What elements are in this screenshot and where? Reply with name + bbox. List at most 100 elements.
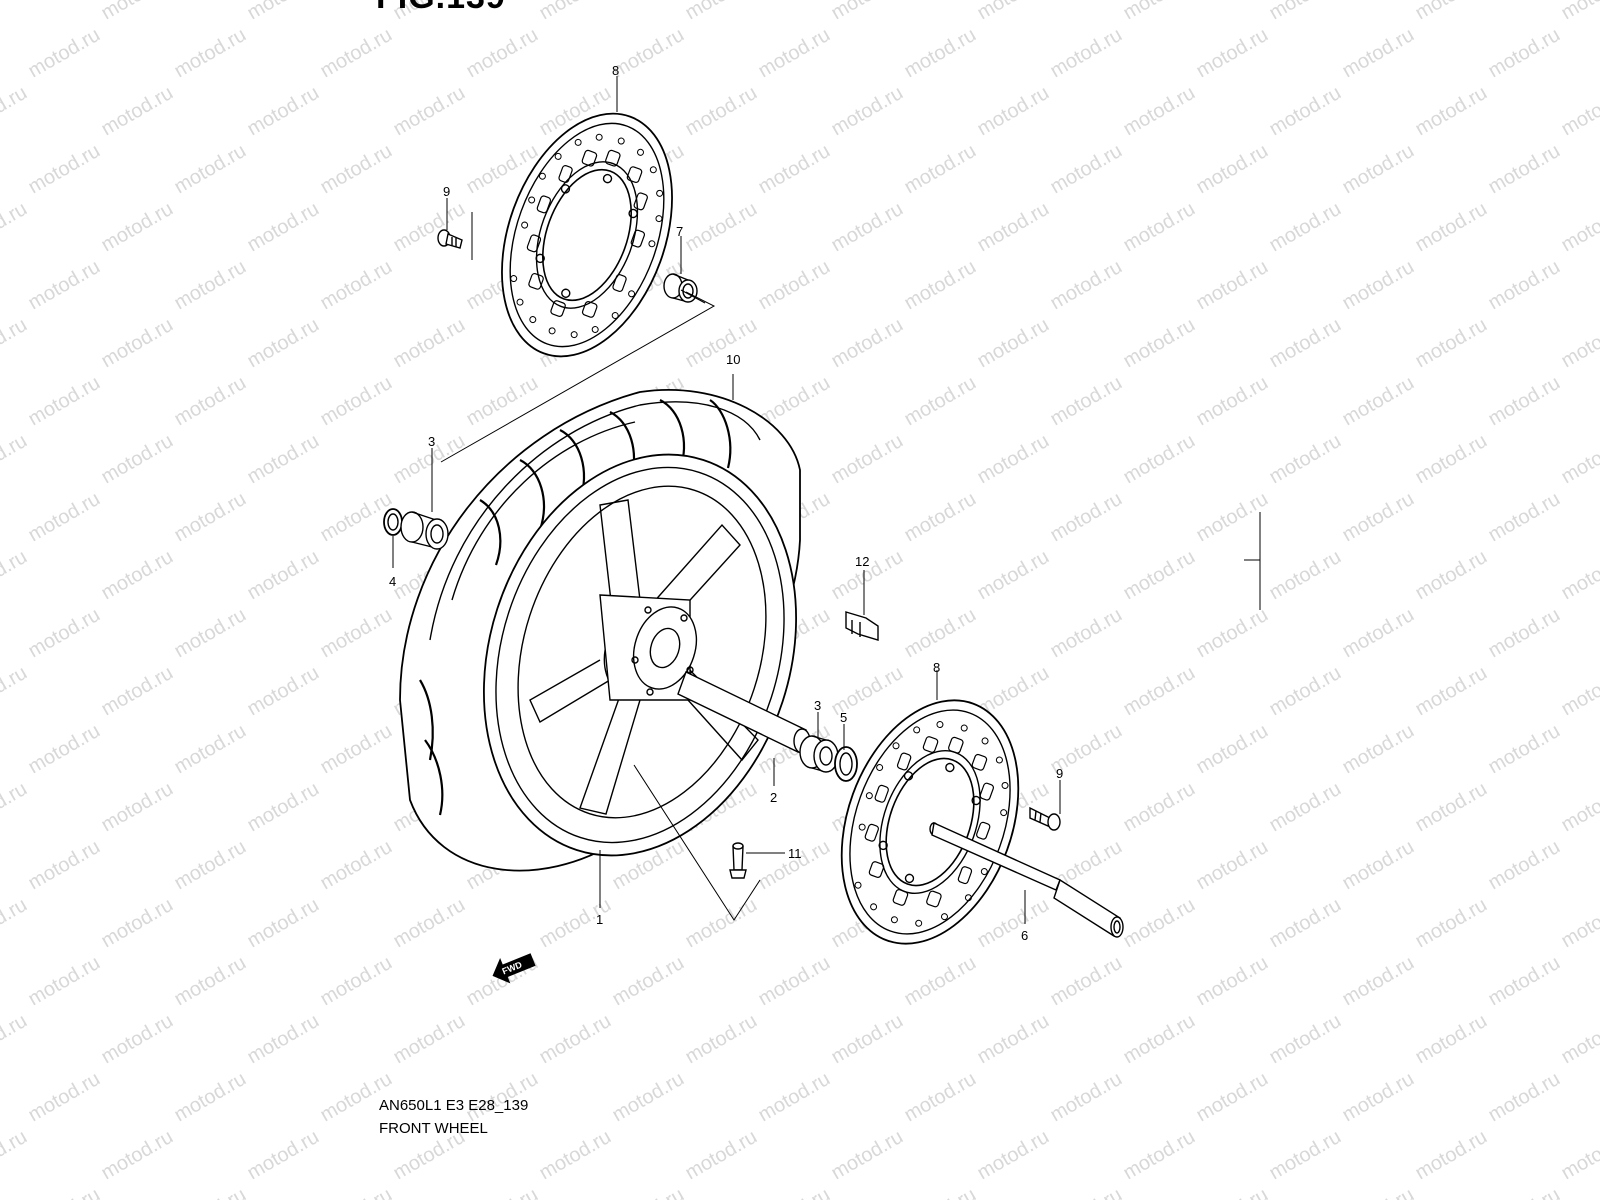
callout-3-lower: 3 [814, 698, 821, 713]
watermark-text: motod.ru [25, 488, 104, 547]
watermark-text: motod.ru [0, 1010, 31, 1069]
bearing-upper [383, 508, 449, 550]
watermark-text: motod.ru [1120, 778, 1199, 837]
watermark-text: motod.ru [682, 314, 761, 373]
watermark-text: motod.ru [1120, 314, 1199, 373]
watermark-text: motod.ru [974, 198, 1053, 257]
watermark-text: motod.ru [1558, 314, 1600, 373]
watermark-text: motod.ru [1558, 778, 1600, 837]
watermark-text: motod.ru [1412, 1010, 1491, 1069]
watermark-text: motod.ru [755, 24, 834, 83]
watermark-text: motod.ru [1412, 430, 1491, 489]
watermark-text: motod.ru [1558, 1126, 1600, 1185]
wheel-spokes [529, 499, 759, 815]
watermark-text: motod.ru [901, 604, 980, 663]
watermark-text: motod.ru [1047, 372, 1126, 431]
disc-bolt-upper [437, 229, 463, 249]
callout-labels: 8 9 7 10 3 4 12 8 3 5 9 2 11 1 6 [389, 63, 1063, 943]
watermark-text: motod.ru [171, 1068, 250, 1127]
callout-4: 4 [389, 574, 396, 589]
watermark-text: motod.ru [317, 836, 396, 895]
watermark-text: motod.ru [682, 198, 761, 257]
watermark-text: motod.ru [609, 1068, 688, 1127]
watermark-text: motod.ru [1193, 836, 1272, 895]
watermark-text: motod.ru [0, 314, 31, 373]
watermark-text: motod.ru [1120, 0, 1199, 24]
watermark-text: motod.ru [828, 314, 907, 373]
watermark-text: motod.ru [171, 372, 250, 431]
watermark-text: motod.ru [828, 82, 907, 141]
watermark-text: motod.ru [1047, 1184, 1126, 1200]
watermark-text: motod.ru [1047, 256, 1126, 315]
watermark-text: motod.ru [1266, 1010, 1345, 1069]
watermark-text: motod.ru [1193, 1068, 1272, 1127]
watermark-text: motod.ru [25, 24, 104, 83]
watermark-text: motod.ru [1485, 256, 1564, 315]
watermark-text: motod.ru [1266, 546, 1345, 605]
oil-seal [834, 746, 858, 782]
watermark-text: motod.ru [1047, 1068, 1126, 1127]
watermark-text: motod.ru [463, 372, 542, 431]
watermark-text: motod.ru [1558, 0, 1600, 24]
watermark-text: motod.ru [1120, 430, 1199, 489]
watermark-text: motod.ru [463, 24, 542, 83]
watermark-text: motod.ru [682, 82, 761, 141]
watermark-text: motod.ru [1485, 836, 1564, 895]
watermark-text: motod.ru [25, 720, 104, 779]
watermark-text: motod.ru [0, 82, 31, 141]
watermark-text: motod.ru [171, 1184, 250, 1200]
watermark-text: motod.ru [25, 952, 104, 1011]
watermark-text: motod.ru [1339, 1068, 1418, 1127]
watermark-text: motod.ru [1558, 894, 1600, 953]
bearing-lower [799, 735, 839, 773]
watermark-text: motod.ru [390, 82, 469, 141]
watermark-text: motod.ru [828, 198, 907, 257]
watermark-text: motod.ru [755, 836, 834, 895]
callout-10: 10 [726, 352, 740, 367]
watermark-text: motod.ru [1193, 1184, 1272, 1200]
watermark-text: motod.ru [1485, 1184, 1564, 1200]
watermark-text: motod.ru [755, 1184, 834, 1200]
watermark-text: motod.ru [974, 1126, 1053, 1185]
watermark-text: motod.ru [1339, 488, 1418, 547]
watermark-text: motod.ru [244, 0, 323, 24]
watermark-text: motod.ru [1120, 198, 1199, 257]
watermark-text: motod.ru [244, 198, 323, 257]
watermark-text: motod.ru [317, 604, 396, 663]
watermark-text: motod.ru [390, 1010, 469, 1069]
watermark-text: motod.ru [1485, 604, 1564, 663]
watermark-text: motod.ru [1412, 546, 1491, 605]
watermark-text: motod.ru [244, 430, 323, 489]
watermark-text: motod.ru [1193, 140, 1272, 199]
watermark-text: motod.ru [25, 372, 104, 431]
watermark-text: motod.ru [0, 0, 31, 24]
watermark-text: motod.ru [1266, 1126, 1345, 1185]
watermark-text: motod.ru [755, 256, 834, 315]
watermark-text: motod.ru [1412, 198, 1491, 257]
watermark-text: motod.ru [317, 24, 396, 83]
watermark-text: motod.ru [0, 546, 31, 605]
watermark-text: motod.ru [98, 430, 177, 489]
disc-slots-upper [526, 149, 648, 318]
brake-disc-lower [840, 699, 1020, 945]
disc-bolt-lower [1029, 806, 1061, 831]
guide-lines [440, 212, 716, 463]
watermark-text: motod.ru [1339, 604, 1418, 663]
callout-8-upper: 8 [612, 63, 619, 78]
watermark-text: motod.ru [244, 546, 323, 605]
watermark-text: motod.ru [1193, 604, 1272, 663]
watermark-text: motod.ru [1485, 372, 1564, 431]
watermark-text: motod.ru [0, 430, 31, 489]
watermark-text: motod.ru [1120, 662, 1199, 721]
watermark-text: motod.ru [1266, 314, 1345, 373]
watermark-text: motod.ru [974, 0, 1053, 24]
watermark-text: motod.ru [974, 82, 1053, 141]
watermark-text: motod.ru [1120, 546, 1199, 605]
watermark-text: motod.ru [1485, 24, 1564, 83]
watermark-text: motod.ru [1412, 0, 1491, 24]
watermark-text: motod.ru [171, 24, 250, 83]
watermark-text: motod.ru [1193, 720, 1272, 779]
figure-label: FIG.139 [376, 0, 506, 17]
watermark-text: motod.ru [1339, 24, 1418, 83]
